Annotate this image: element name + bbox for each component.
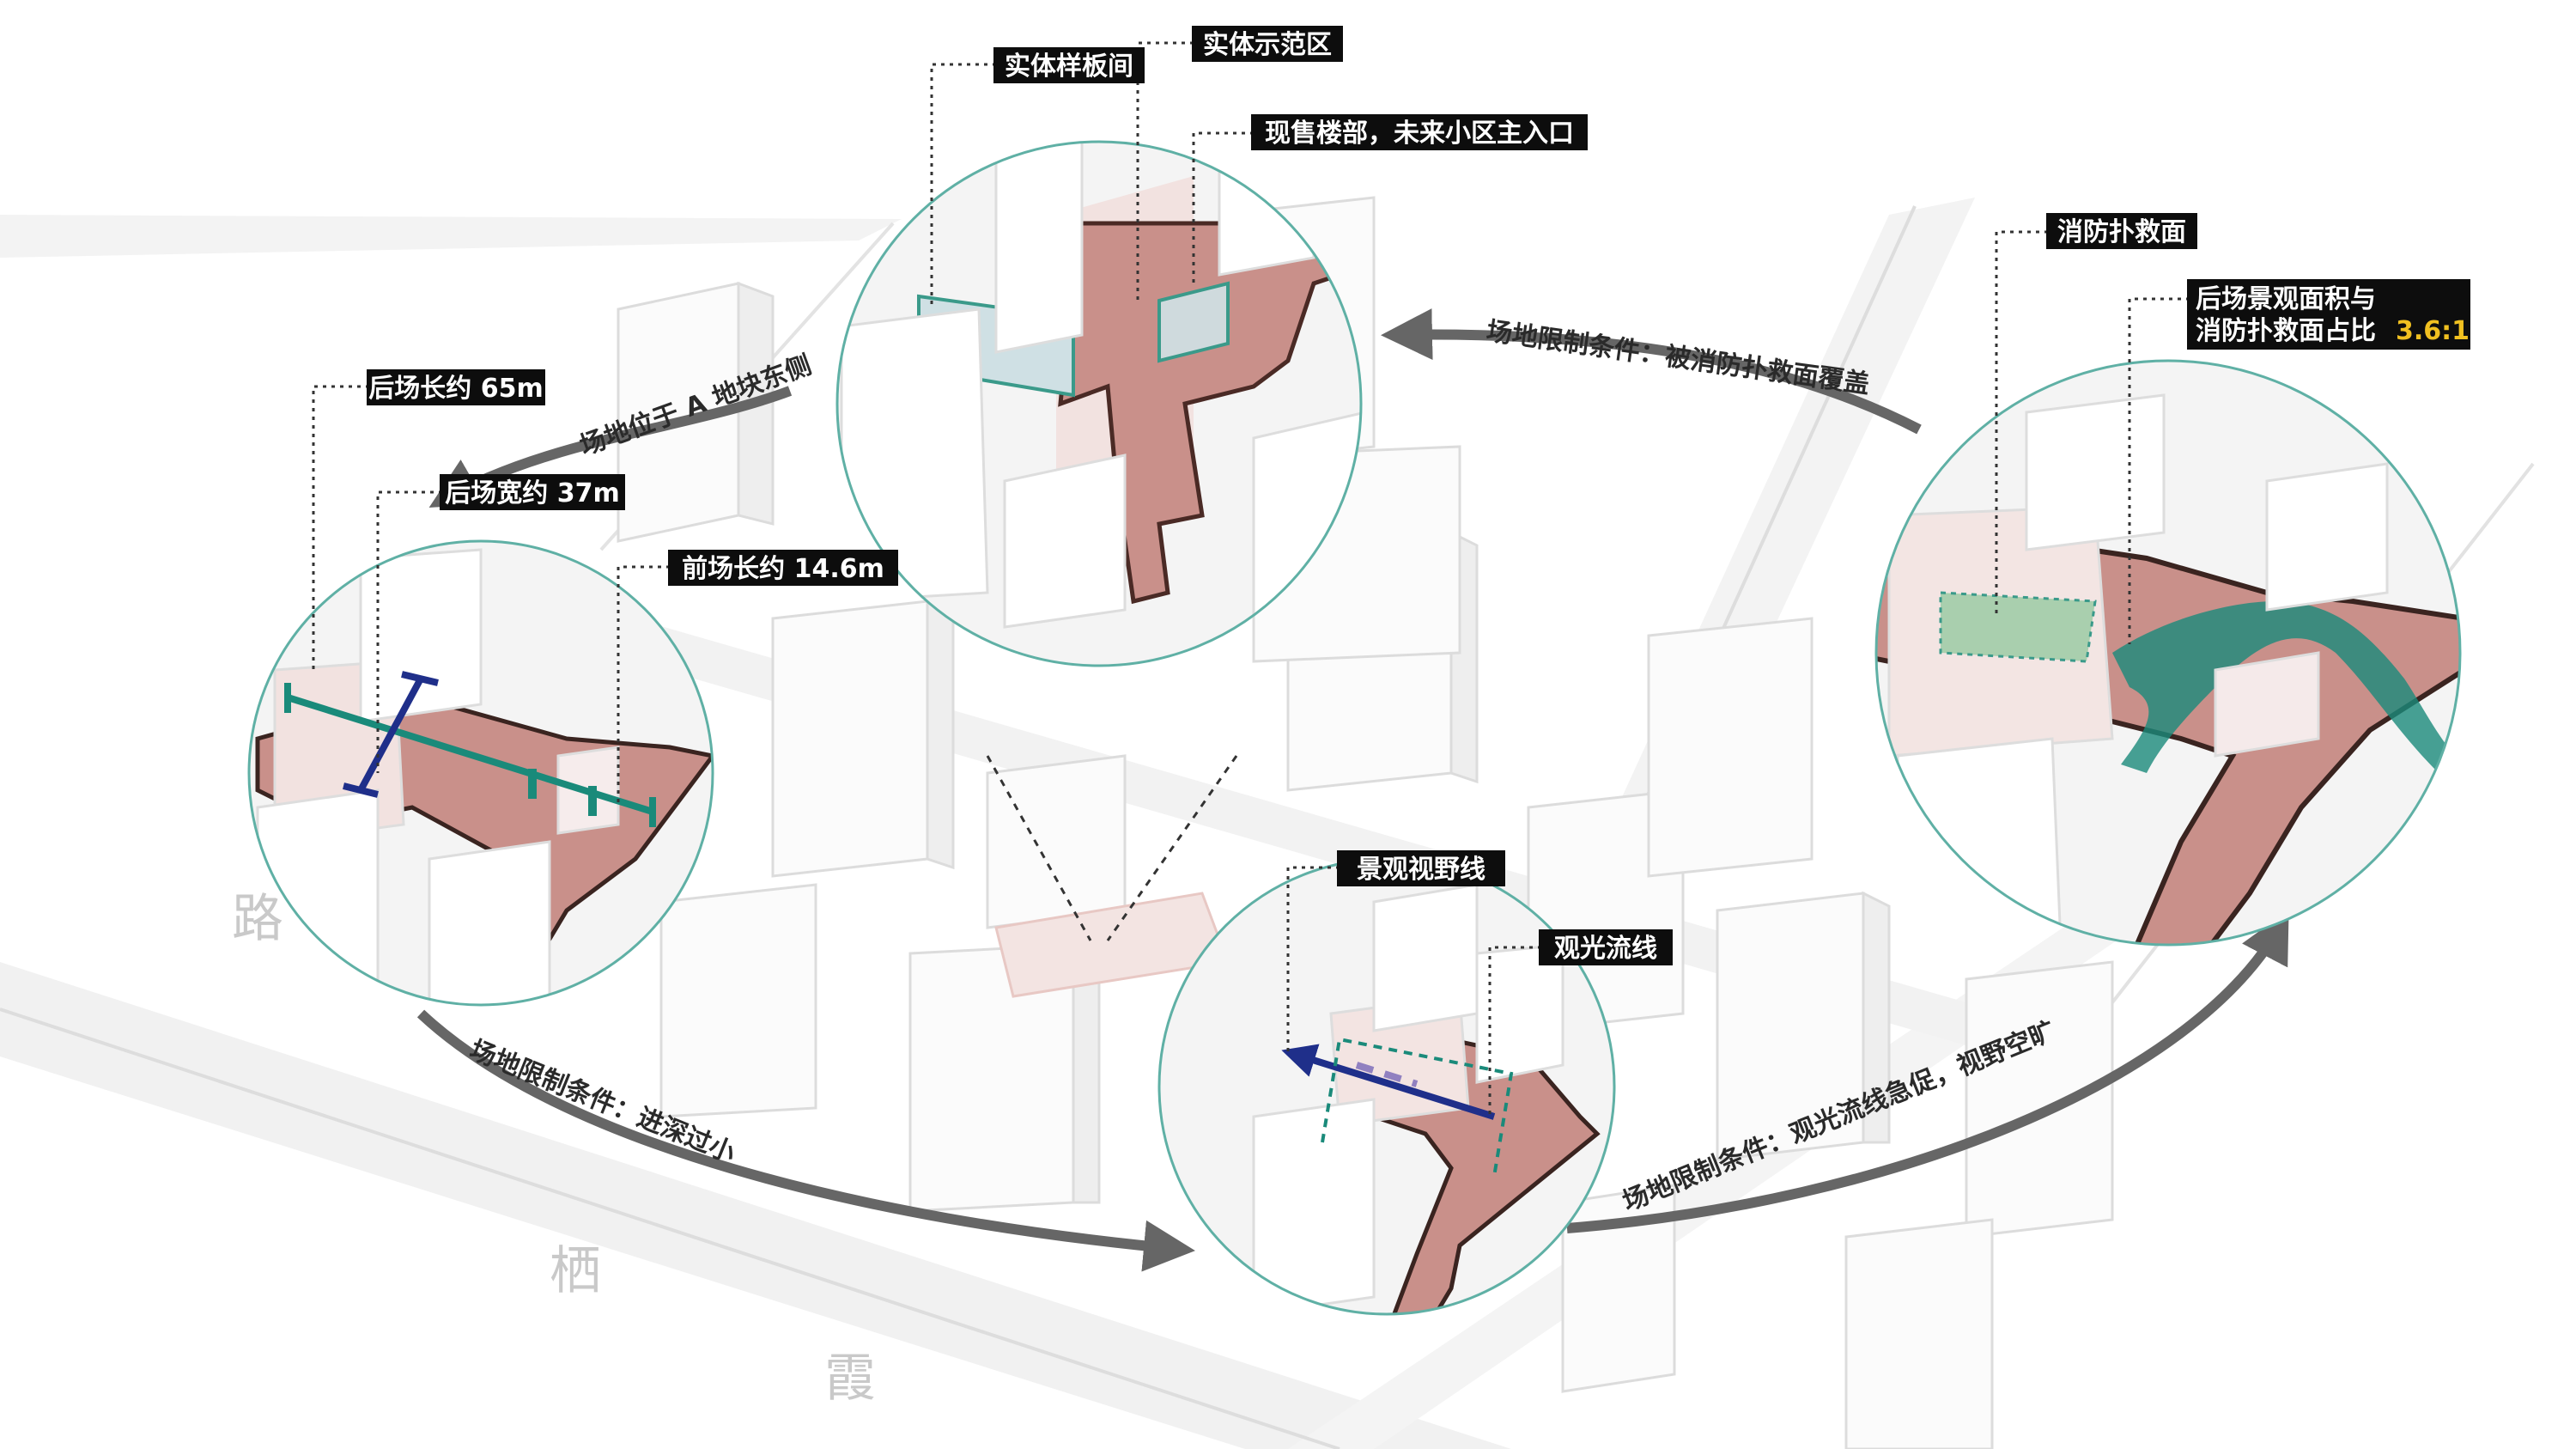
label-text: 现售楼部，未来小区主入口 [1265,119,1574,149]
label-text: 实体示范区 [1203,30,1332,60]
view-line-arrow [1281,1044,1496,1120]
label-tour-line: 观光流线 [1539,929,1673,965]
label-leaders [312,41,2190,1117]
arrow-to-tour-limit [1566,910,2289,1233]
label-text: 景观视野线 [1357,855,1485,885]
label-text: 后场长约 65m [368,374,543,404]
label-text: 实体样板间 [1005,52,1133,82]
road-name-char: 栖 [550,1241,601,1301]
zoom-circle-tour-route [1157,857,1616,1316]
label-text: 消防扑救面 [2057,217,2186,247]
label-fire-rescue: 消防扑救面 [2046,213,2197,249]
label-view-line: 景观视野线 [1337,850,1505,886]
road-name-char: 路 [232,889,283,949]
label-text: 消防扑救面占比 [2196,316,2376,346]
label-text: 后场宽约 37m [445,478,619,508]
rear-width-dimension [357,677,424,792]
arrow-to-depth-limit [416,1009,1195,1272]
tour-route-line [1321,1037,1514,1178]
zoom-circle-fire-rescue [1874,359,2462,947]
label-demo-area: 实体示范区 [1192,26,1343,62]
label-sales-building: 现售楼部，未来小区主入口 [1251,114,1588,150]
label-front-length: 前场长约 14.6m [668,550,898,586]
label-text: 前场长约 14.6m [682,554,884,584]
label-rear-length: 后场长约 65m [367,369,545,405]
label-text: 后场景观面积与 [2196,284,2376,314]
label-rear-width: 后场宽约 37m [440,474,625,510]
label-area-ratio: 后场景观面积与 消防扑救面占比 3.6:1 [2187,279,2470,350]
zoom-circle-sales-area [835,140,1363,667]
label-text: 观光流线 [1554,934,1657,964]
callout-lines [986,755,1238,941]
arrow-to-fire-limit [1381,308,1922,435]
road-name-char: 霞 [824,1349,876,1409]
flow-arrows [416,308,2289,1272]
ratio-value: 3.6:1 [2396,316,2470,346]
label-sample-room: 实体样板间 [993,47,1145,83]
zoom-circle-site-dimensions [247,539,714,1007]
